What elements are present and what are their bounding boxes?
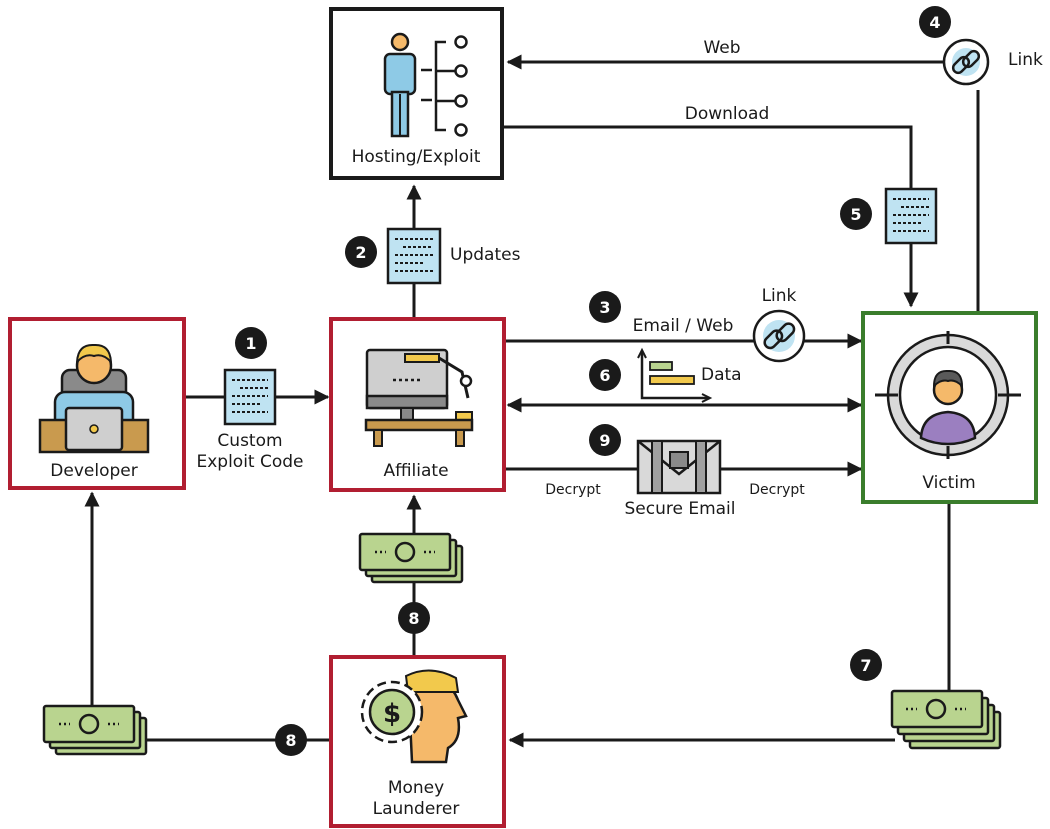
step-badge-6: 6 bbox=[589, 359, 621, 391]
step-badge-7: 7 bbox=[850, 649, 882, 681]
download-arrow bbox=[502, 125, 919, 308]
svg-text:5: 5 bbox=[850, 205, 861, 224]
svg-text:7: 7 bbox=[860, 656, 871, 675]
updates-label: Updates bbox=[450, 245, 521, 265]
chain-link-icon bbox=[752, 309, 806, 363]
step-badge-2: 2 bbox=[345, 236, 377, 268]
developer-at-laptop-icon bbox=[38, 343, 150, 454]
desk-computer-icon bbox=[364, 348, 474, 447]
launderer-label-line2: Launderer bbox=[373, 799, 460, 819]
org-chart-person-icon bbox=[383, 32, 468, 138]
code-document-icon bbox=[884, 187, 938, 245]
code-document-icon bbox=[223, 368, 277, 426]
locked-envelope-icon bbox=[636, 439, 722, 495]
svg-text:9: 9 bbox=[599, 431, 610, 450]
cash-stack-icon bbox=[42, 704, 148, 756]
step-badge-8-affiliate: 8 bbox=[398, 602, 430, 634]
link-top-label: Link bbox=[1008, 50, 1043, 70]
developer-node: Developer bbox=[8, 317, 186, 490]
code-document-icon bbox=[386, 227, 442, 285]
affiliate-node: Affiliate bbox=[329, 317, 506, 492]
decrypt-right-label: Decrypt bbox=[749, 482, 805, 498]
download-label: Download bbox=[685, 104, 770, 124]
secure-email-label: Secure Email bbox=[624, 499, 735, 519]
cash-stack-icon bbox=[890, 689, 1002, 750]
developer-label: Developer bbox=[50, 461, 137, 481]
hosting-label: Hosting/Exploit bbox=[352, 147, 481, 167]
email-web-label: Email / Web bbox=[633, 316, 734, 336]
svg-text:8: 8 bbox=[408, 609, 419, 628]
gantt-chart-icon bbox=[637, 347, 713, 403]
step-badge-8-developer: 8 bbox=[275, 724, 307, 756]
launderer-node: $ Money Launderer bbox=[329, 655, 506, 828]
victim-node: Victim bbox=[861, 311, 1038, 504]
step-badge-1: 1 bbox=[235, 327, 267, 359]
custom-exploit-label-line2: Exploit Code bbox=[196, 452, 303, 472]
decrypt-left-label: Decrypt bbox=[545, 482, 601, 498]
step-badge-4: 4 bbox=[919, 6, 951, 38]
svg-text:$: $ bbox=[383, 699, 401, 729]
victim-label: Victim bbox=[922, 473, 975, 493]
step-badge-9: 9 bbox=[589, 424, 621, 456]
hosting-node: Hosting/Exploit bbox=[329, 7, 504, 180]
svg-text:8: 8 bbox=[285, 731, 296, 750]
affiliate-label: Affiliate bbox=[383, 461, 448, 481]
step-badge-3: 3 bbox=[589, 291, 621, 323]
step-badge-5: 5 bbox=[840, 198, 872, 230]
svg-text:6: 6 bbox=[599, 366, 610, 385]
link-mid-label: Link bbox=[762, 286, 797, 306]
chain-link-icon bbox=[942, 38, 990, 86]
custom-exploit-label-line1: Custom bbox=[217, 431, 282, 451]
data-label: Data bbox=[701, 365, 742, 385]
launderer-label-line1: Money bbox=[388, 778, 444, 798]
svg-text:1: 1 bbox=[245, 334, 256, 353]
svg-text:2: 2 bbox=[355, 243, 366, 262]
money-head-gear-icon: $ bbox=[360, 669, 468, 764]
svg-text:4: 4 bbox=[929, 13, 940, 32]
svg-text:3: 3 bbox=[599, 298, 610, 317]
cash-stack-icon bbox=[358, 532, 464, 584]
web-label: Web bbox=[703, 38, 740, 58]
target-person-icon bbox=[875, 331, 1021, 459]
